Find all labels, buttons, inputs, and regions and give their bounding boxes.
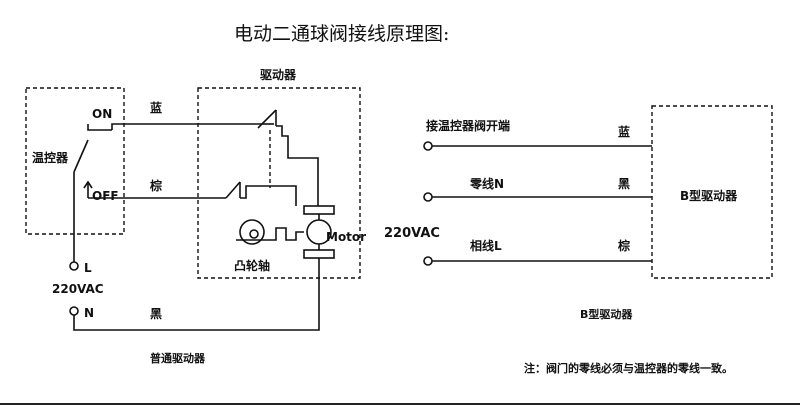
driver-label: 驱动器 <box>260 68 297 82</box>
motor-top-plate <box>303 205 335 215</box>
voltage-label-right: 220VAC <box>384 226 440 241</box>
terminal-live <box>423 256 433 266</box>
lower-switch-to-motor <box>240 185 297 206</box>
driver-box <box>197 87 361 279</box>
blue-wire-left <box>111 123 264 130</box>
switch-blade <box>73 139 89 173</box>
b-driver-box-label: B型驱动器 <box>680 188 738 203</box>
black-wire-left <box>73 258 320 331</box>
thermostat-box <box>25 87 125 235</box>
voltage-label-left: 220VAC <box>52 282 104 296</box>
live-label: 相线L <box>470 238 502 253</box>
wire-black-label-right: 黑 <box>618 177 630 191</box>
cam-icon <box>239 219 265 245</box>
diagram-title: 电动二通球阀接线原理图: <box>234 23 449 45</box>
on-contact <box>87 124 112 131</box>
l-label: L <box>84 261 92 275</box>
motor-bottom-plate <box>303 249 335 259</box>
wire-black-label: 黑 <box>150 307 162 321</box>
thermostat-label: 温控器 <box>32 150 69 165</box>
terminal-l <box>69 261 79 271</box>
right-caption: B型驱动器 <box>580 307 633 321</box>
terminal-thermostat <box>423 141 433 151</box>
cam-shaft <box>236 227 304 241</box>
upper-switch-to-motor <box>276 125 319 206</box>
lower-switch-blade <box>225 181 241 199</box>
terminal-n <box>69 306 79 316</box>
wire-brown-label-right: 棕 <box>617 238 630 253</box>
n-label: N <box>84 306 94 320</box>
on-label: ON <box>92 107 112 121</box>
wire-brown-label: 棕 <box>149 178 162 193</box>
cam-label: 凸轮轴 <box>234 258 270 273</box>
off-arrow-icon <box>83 180 93 189</box>
b-driver-box <box>651 105 773 279</box>
note-text: 注：阀门的零线必须与温控器的零线一致。 <box>524 361 733 375</box>
motor-label: Motor <box>326 230 366 244</box>
upper-switch-blade <box>257 109 277 129</box>
wire-blue-label-right: 蓝 <box>618 124 630 139</box>
neutral-label: 零线N <box>469 176 504 191</box>
wire-blue-label: 蓝 <box>150 100 162 115</box>
cam-center <box>249 229 259 239</box>
left-caption: 普通驱动器 <box>150 351 206 365</box>
off-label: OFF <box>92 189 119 203</box>
terminal-neutral <box>423 192 433 202</box>
thermostat-terminal-label: 接温控器阀开端 <box>426 118 510 133</box>
